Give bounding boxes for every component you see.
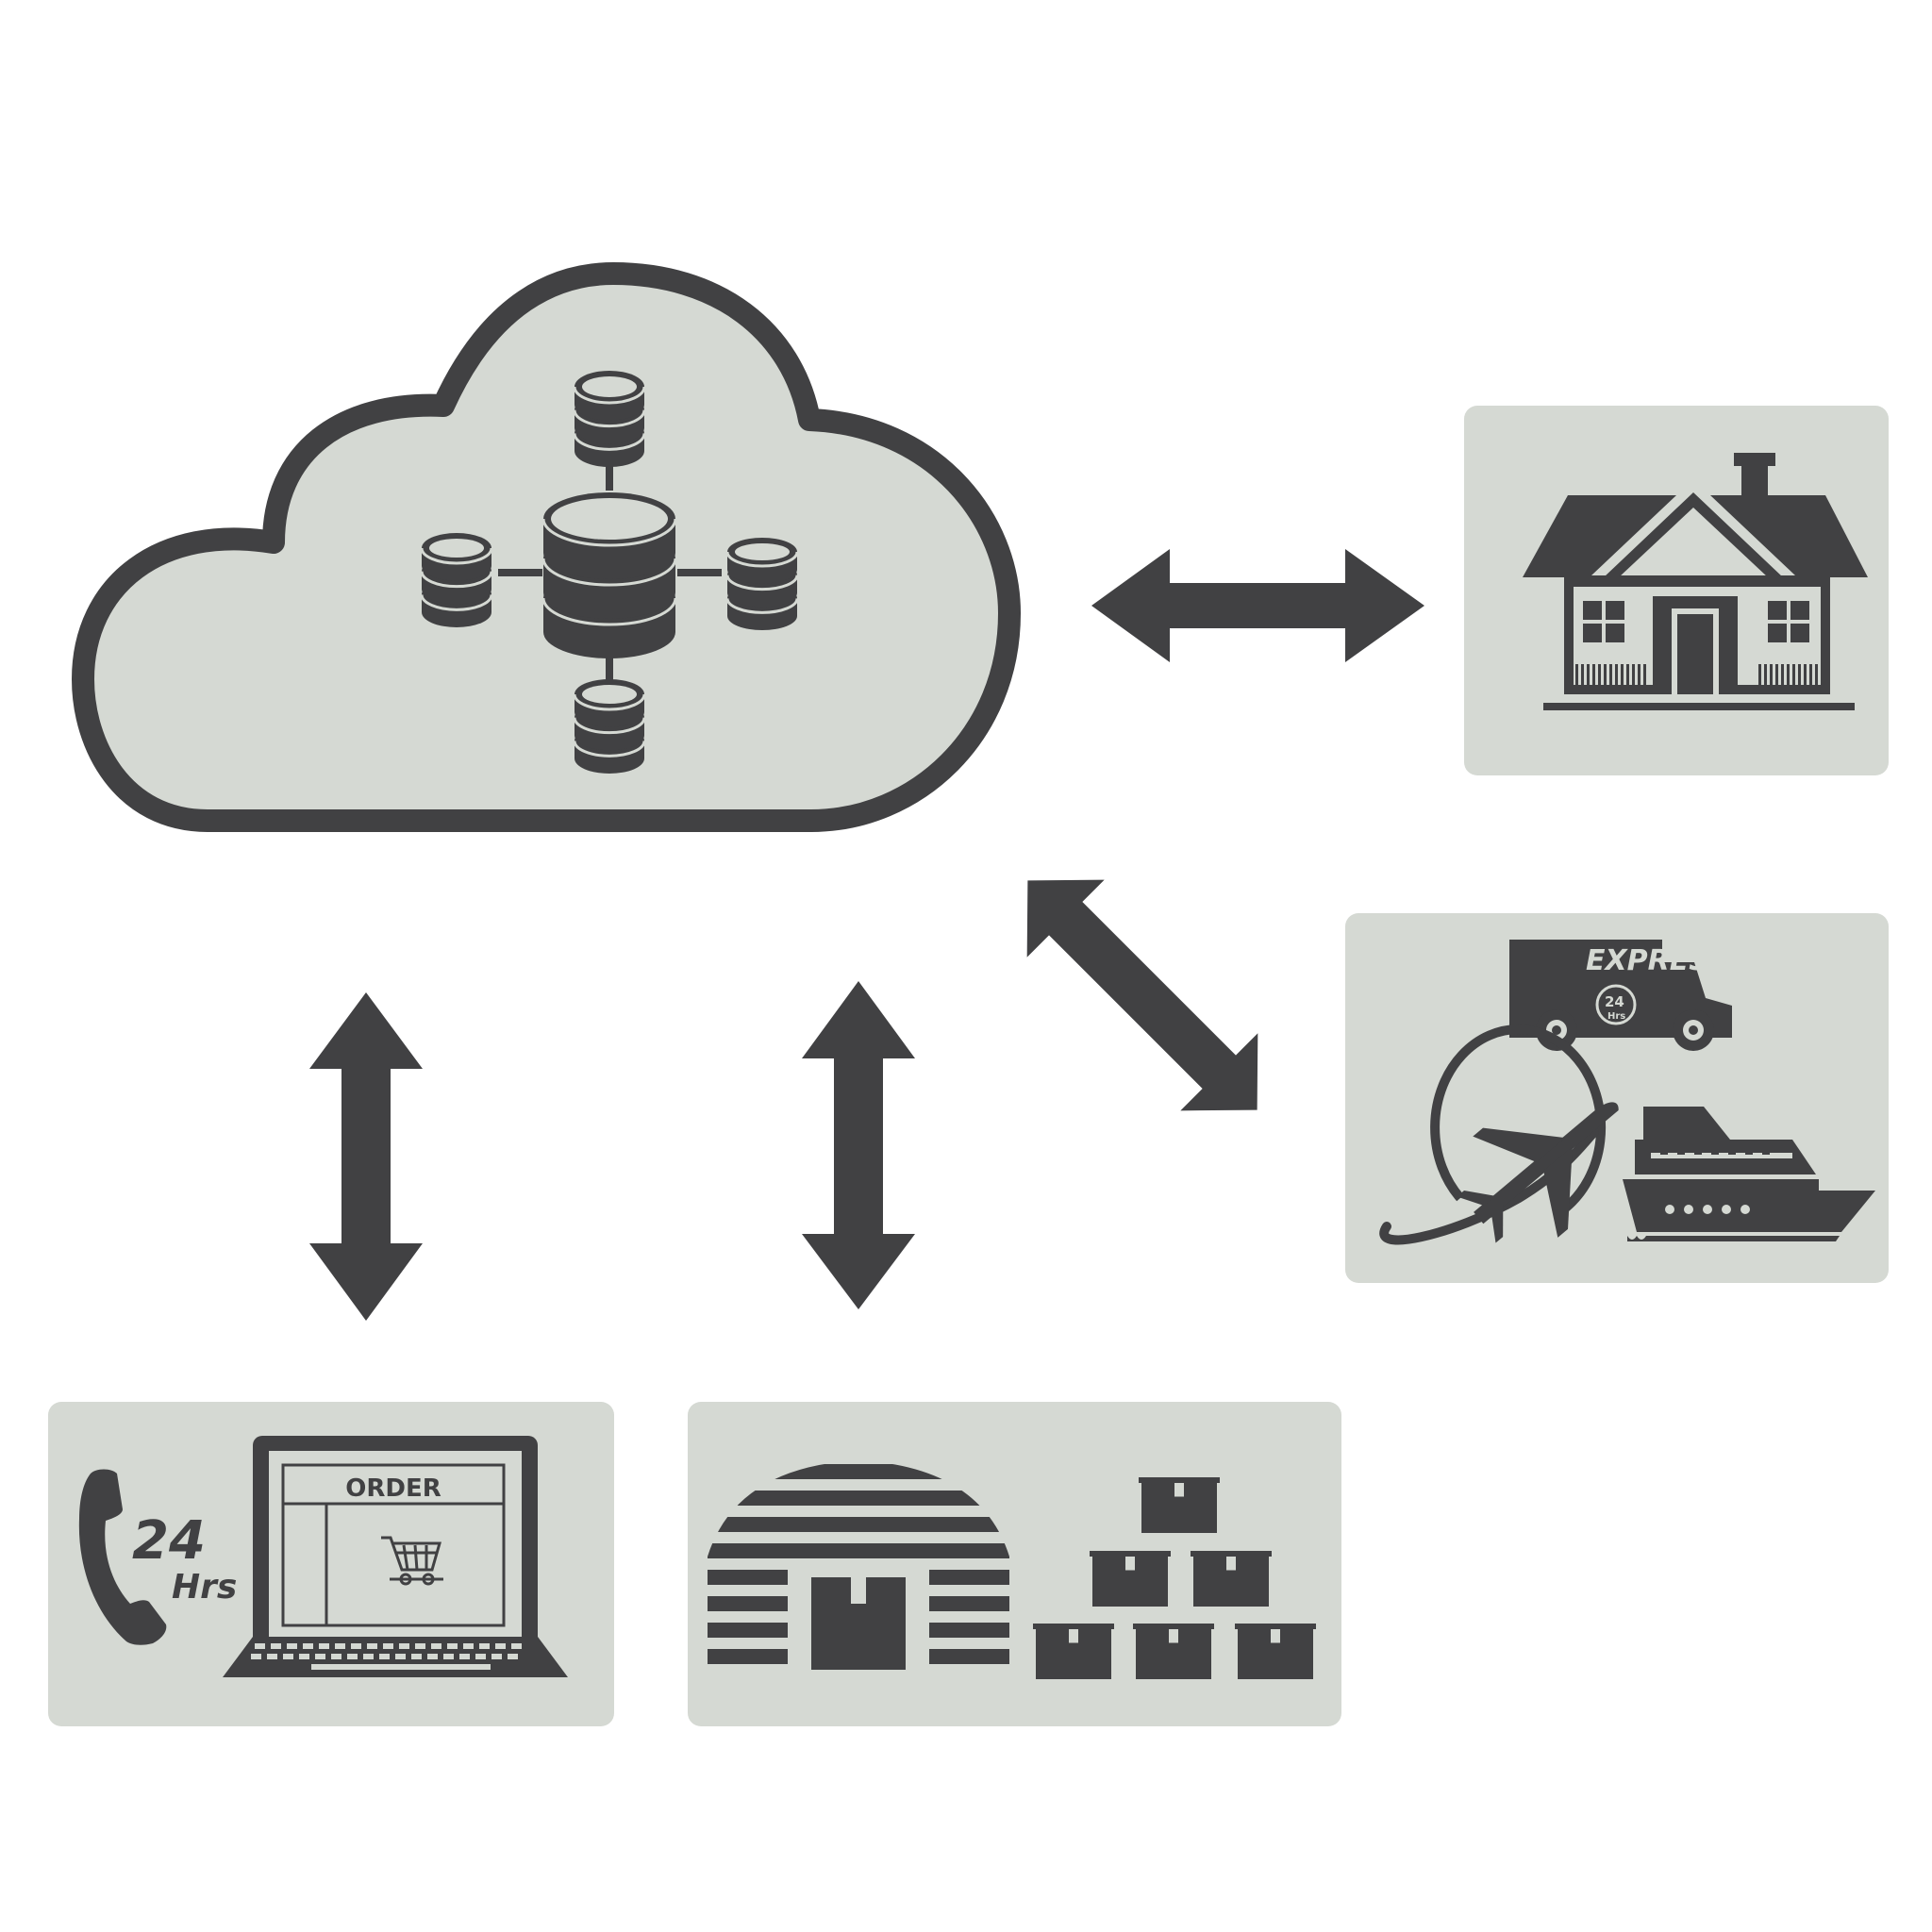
box-icon xyxy=(1033,1624,1114,1679)
cargo-ship-icon xyxy=(1623,1107,1875,1241)
connection-arrows xyxy=(309,549,1424,1321)
warehouse-panel xyxy=(688,1402,1341,1726)
box-icon xyxy=(1090,1551,1171,1607)
truck-badge-number: 24 xyxy=(1605,993,1624,1010)
box-icon xyxy=(1133,1624,1214,1679)
boxes-icon xyxy=(1033,1477,1316,1679)
box-icon xyxy=(1235,1624,1316,1679)
express-label: EXPRESS xyxy=(1586,944,1728,977)
arrow-cloud-order xyxy=(309,992,423,1321)
transport-panel: EXPRESS 24 Hrs xyxy=(1345,913,1889,1283)
support-hours-number: 24 xyxy=(132,1510,206,1572)
box-icon xyxy=(1191,1551,1272,1607)
cloud-node xyxy=(72,262,1021,832)
database-icon xyxy=(725,538,799,630)
arrow-cloud-transport xyxy=(1026,879,1258,1111)
database-icon xyxy=(573,371,646,467)
order-panel: 24 Hrs ORDER xyxy=(48,1402,614,1726)
laptop-icon: ORDER xyxy=(223,1436,568,1677)
database-icon xyxy=(420,533,493,627)
support-hours-unit: Hrs xyxy=(172,1568,237,1607)
phone-icon xyxy=(78,1469,167,1645)
database-cluster xyxy=(420,371,799,774)
arrow-cloud-home xyxy=(1091,549,1424,662)
database-icon xyxy=(541,492,677,658)
airplane-globe-icon xyxy=(1379,1024,1619,1245)
box-icon xyxy=(1139,1477,1220,1533)
arrow-cloud-warehouse xyxy=(802,981,915,1309)
delivery-truck-icon: EXPRESS 24 Hrs xyxy=(1509,940,1732,1051)
warehouse-icon xyxy=(708,1464,1009,1679)
shopping-cart-icon xyxy=(381,1536,443,1586)
home-panel xyxy=(1464,406,1889,775)
truck-badge-unit: Hrs xyxy=(1607,1011,1625,1022)
database-icon xyxy=(573,679,646,774)
order-label: ORDER xyxy=(345,1474,441,1503)
house-icon xyxy=(1523,453,1868,710)
